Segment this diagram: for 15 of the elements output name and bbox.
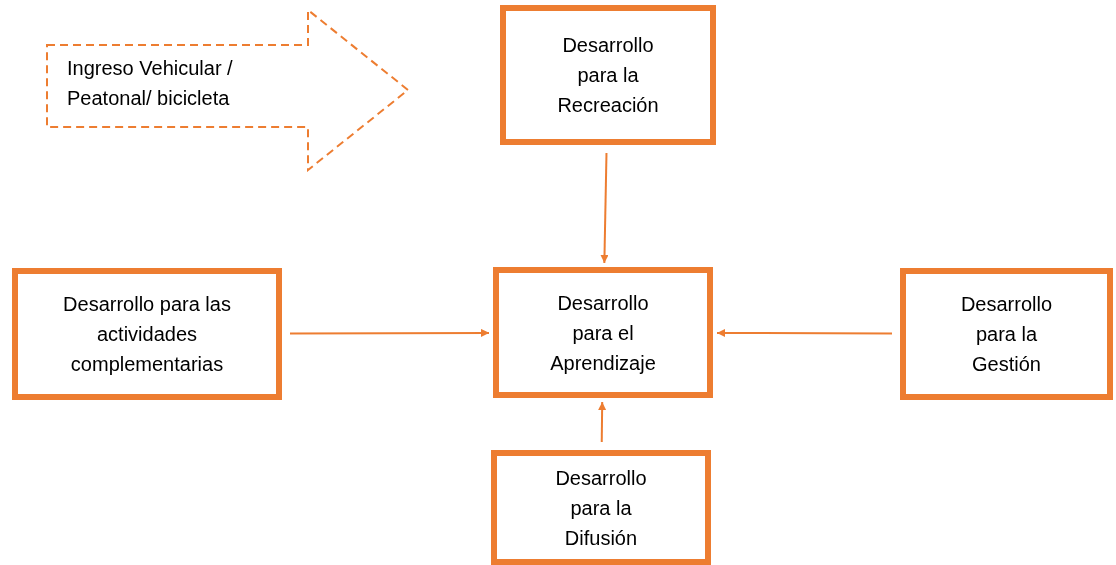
arrow	[598, 401, 607, 443]
box-label: Ingreso Vehicular / Peatonal/ bicicleta	[67, 56, 234, 111]
box-label: Desarrollo para la Recreación	[556, 33, 660, 118]
process-box	[493, 267, 713, 398]
box-label: Desarrollo para el Aprendizaje	[549, 290, 657, 376]
arrow	[716, 328, 893, 337]
box-label: Desarrollo para la Difusión	[554, 465, 648, 551]
arrow	[289, 328, 490, 337]
box-label: Desarrollo para la Gestión	[959, 292, 1054, 377]
process-box	[491, 450, 711, 565]
process-box	[500, 5, 716, 145]
process-box	[12, 268, 282, 400]
box-label: Desarrollo para las actividades complementarias	[62, 292, 232, 377]
arrow	[600, 152, 609, 264]
process-box	[900, 268, 1113, 400]
